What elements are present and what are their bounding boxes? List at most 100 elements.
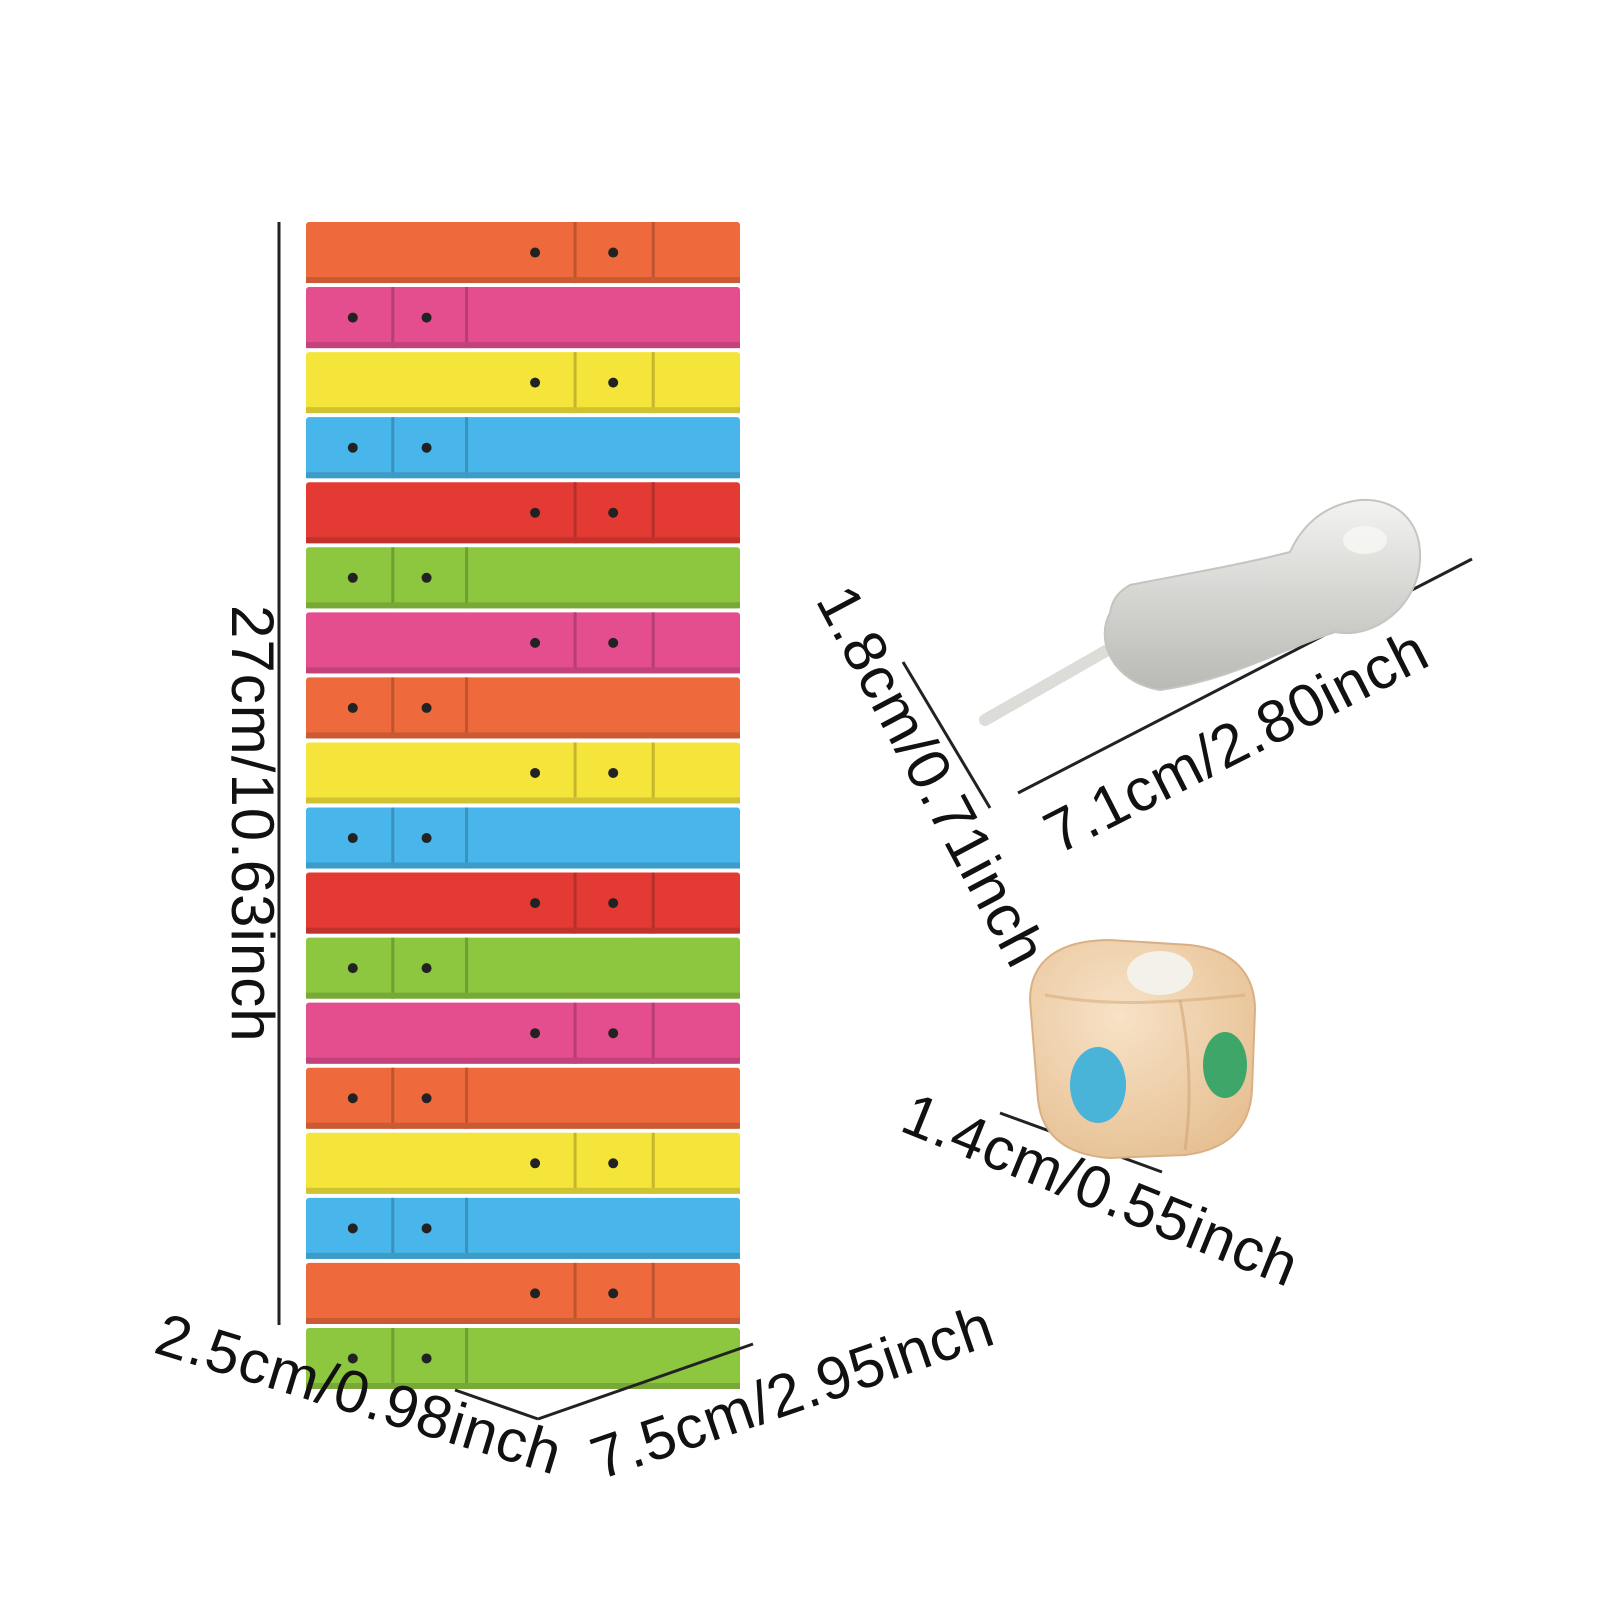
block-dot: [421, 572, 432, 583]
block-dot: [530, 1288, 541, 1299]
die-dot-blue: [1070, 1047, 1126, 1123]
tower-block-face: [306, 807, 740, 869]
block-dot: [608, 1288, 619, 1299]
block-bottom-edge: [306, 667, 740, 674]
tower-row: [306, 287, 740, 349]
tower-block-face: [306, 1262, 740, 1324]
tower-block-face: [306, 1132, 740, 1194]
block-bottom-edge: [306, 1187, 740, 1194]
tower-row: [306, 872, 740, 934]
block-bottom-edge: [306, 602, 740, 609]
block-dot: [347, 1093, 358, 1104]
block-bottom-edge: [306, 407, 740, 414]
tower-row: [306, 612, 740, 674]
die-edge-line-top: [1044, 993, 1246, 1004]
tower-block-face: [306, 1067, 740, 1129]
tower-row: [306, 1002, 740, 1064]
die-dot-white: [1127, 951, 1193, 995]
die-dot-green: [1203, 1032, 1247, 1098]
tower-row: [306, 1197, 740, 1259]
tower-row: [306, 807, 740, 869]
block-bottom-edge: [306, 797, 740, 804]
block-dot: [347, 572, 358, 583]
tower-block-face: [306, 677, 740, 739]
tower-block-face: [306, 287, 740, 349]
pawn-diameter-dimension-line: [901, 661, 992, 809]
pawn-piece: [979, 498, 1422, 726]
block-dot: [608, 1028, 619, 1039]
block-dot: [347, 442, 358, 453]
tower-block-face: [306, 547, 740, 609]
block-dot: [347, 1353, 358, 1364]
block-dot: [347, 833, 358, 844]
block-dot: [347, 702, 358, 713]
wooden-die: [1028, 938, 1257, 1160]
block-dot: [530, 637, 541, 648]
block-bottom-edge: [306, 1057, 740, 1064]
block-bottom-edge: [306, 992, 740, 999]
tower-row: [306, 352, 740, 414]
block-dot: [608, 377, 619, 388]
block-dot: [530, 377, 541, 388]
block-bottom-edge: [306, 277, 740, 284]
block-bottom-edge: [306, 1317, 740, 1324]
die-edge-line: [1178, 999, 1191, 1151]
block-dot: [608, 767, 619, 778]
tower-row: [306, 1327, 740, 1389]
tower-block-face: [306, 352, 740, 414]
block-bottom-edge: [306, 732, 740, 739]
block-dot: [347, 1223, 358, 1234]
block-bottom-edge: [306, 1383, 740, 1389]
block-dot: [421, 833, 432, 844]
height-label: 27cm/10.63inch: [219, 605, 286, 1043]
tower-block-face: [306, 742, 740, 804]
stacking-block-tower: [306, 222, 740, 1389]
tower-row: [306, 547, 740, 609]
block-bottom-edge: [306, 1122, 740, 1129]
pawn-stick: [979, 634, 1131, 726]
tower-row: [306, 417, 740, 479]
block-dot: [530, 767, 541, 778]
block-dot: [530, 898, 541, 909]
block-dot: [421, 702, 432, 713]
block-dot: [530, 1028, 541, 1039]
pawn-body: [1103, 498, 1422, 692]
block-dot: [608, 637, 619, 648]
tower-block-face: [306, 1002, 740, 1064]
block-bottom-edge: [306, 537, 740, 544]
tower-row: [306, 742, 740, 804]
block-dot: [608, 247, 619, 258]
width-dimension-line: [537, 1342, 754, 1421]
block-bottom-edge: [306, 927, 740, 934]
tower-row: [306, 937, 740, 999]
block-dot: [530, 507, 541, 518]
block-dot: [421, 1353, 432, 1364]
tower-row: [306, 222, 740, 284]
block-dot: [530, 247, 541, 258]
block-dot: [347, 963, 358, 974]
block-dot: [421, 442, 432, 453]
block-dot: [347, 312, 358, 323]
block-dot: [608, 1158, 619, 1169]
block-bottom-edge: [306, 862, 740, 869]
tower-block-face: [306, 612, 740, 674]
block-dot: [421, 1093, 432, 1104]
block-bottom-edge: [306, 1252, 740, 1259]
tower-row: [306, 1262, 740, 1324]
tower-block-face: [306, 937, 740, 999]
tower-block-face: [306, 1327, 740, 1389]
tower-row: [306, 1067, 740, 1129]
block-bottom-edge: [306, 472, 740, 479]
block-dot: [421, 963, 432, 974]
tower-block-face: [306, 1197, 740, 1259]
tower-row: [306, 677, 740, 739]
tower-block-face: [306, 222, 740, 284]
block-dot: [608, 898, 619, 909]
block-dot: [530, 1158, 541, 1169]
block-bottom-edge: [306, 342, 740, 349]
depth-dimension-line: [454, 1388, 539, 1421]
tower-block-face: [306, 417, 740, 479]
pawn-highlight: [1343, 526, 1387, 554]
block-dot: [421, 1223, 432, 1234]
